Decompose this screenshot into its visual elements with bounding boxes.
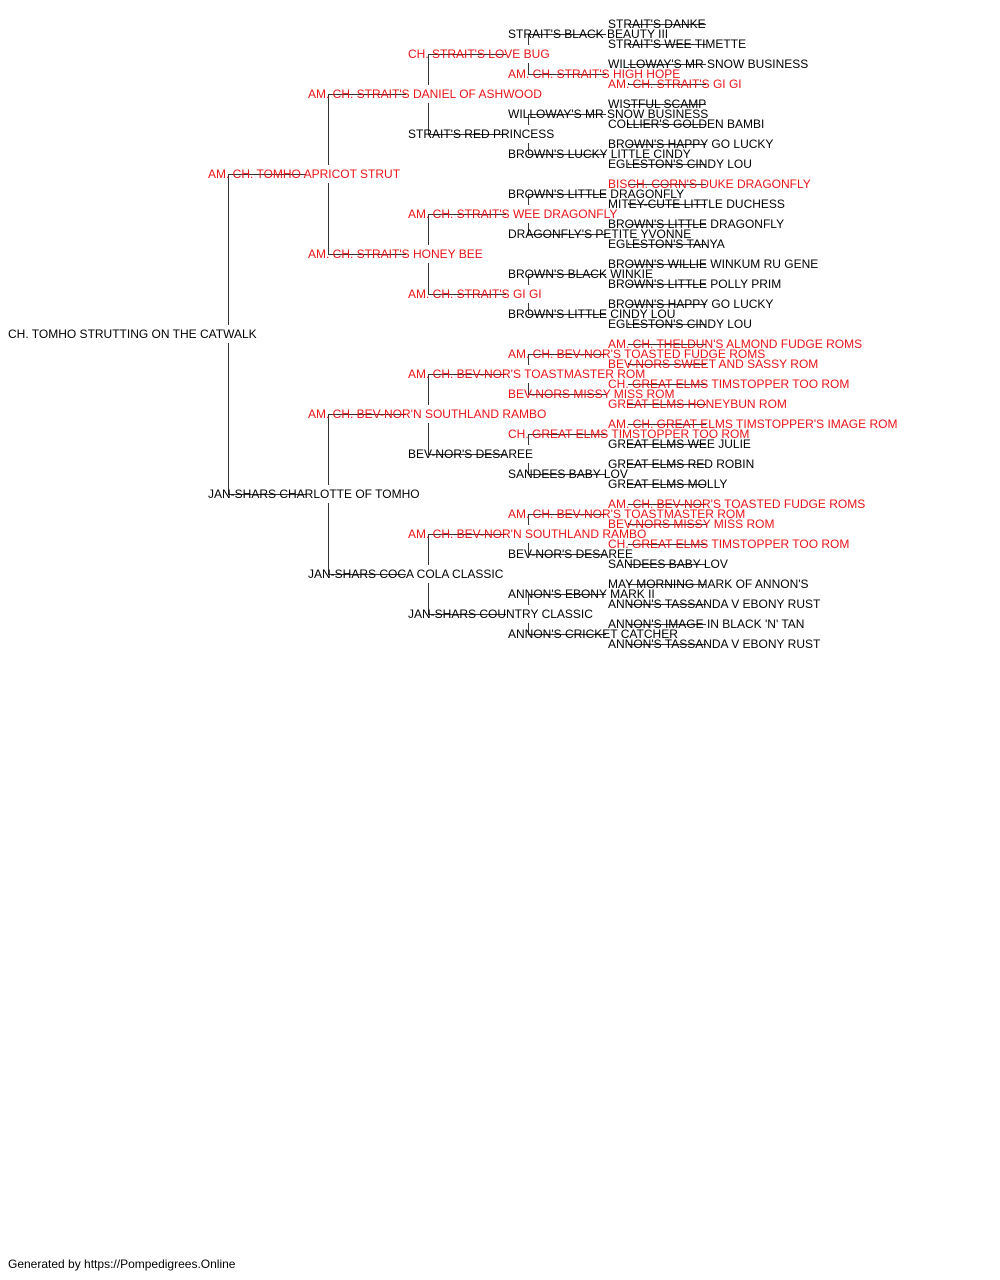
pedigree-entry-gen4: BEV-NORS MISSY MISS ROM	[508, 387, 675, 401]
pedigree-entry-gen5: GREAT ELMS WEE JULIE	[608, 437, 751, 451]
pedigree-entry-gen5: CH. GREAT ELMS TIMSTOPPER TOO ROM	[608, 537, 850, 551]
pedigree-entry-gen5: ANNON'S TASSANDA V EBONY RUST	[608, 597, 821, 611]
pedigree-entry-gen5: BISCH. CORN'S DUKE DRAGONFLY	[608, 177, 811, 191]
pedigree-entry-gen4: DRAGONFLY'S PETITE YVONNE	[508, 227, 692, 241]
pedigree-entry-gen5: STRAIT'S WEE TIMETTE	[608, 37, 747, 51]
pedigree-entry-gen5: BROWN'S WILLIE WINKUM RU GENE	[608, 257, 819, 271]
pedigree-entry-gen5: STRAIT'S DANKE	[608, 17, 706, 31]
pedigree-entry-gen3: JAN-SHARS COUNTRY CLASSIC	[408, 607, 593, 621]
pedigree-entry-gen4: BEV-NOR'S DESAREE	[508, 547, 633, 561]
pedigree-entry-gen5: EGLESTON'S CINDY LOU	[608, 157, 752, 171]
pedigree-entry-gen2: AM. CH. BEV-NOR'N SOUTHLAND RAMBO	[308, 407, 547, 421]
pedigree-entry-gen5: GREAT ELMS HONEYBUN ROM	[608, 397, 787, 411]
pedigree-entry-gen5: BEV-NORS SWEET AND SASSY ROM	[608, 357, 819, 371]
pedigree-entry-gen5: SANDEES BABY LOV	[608, 557, 728, 571]
pedigree-entry-gen5: AM. CH. THELDUN'S ALMOND FUDGE ROMS	[608, 337, 863, 351]
pedigree-entry-gen5: BROWN'S HAPPY GO LUCKY	[608, 137, 774, 151]
pedigree-entry-gen5: BROWN'S LITTLE DRAGONFLY	[608, 217, 785, 231]
pedigree-entry-gen5: BROWN'S LITTLE POLLY PRIM	[608, 277, 782, 291]
pedigree-entry-gen4: ANNON'S CRICKET CATCHER	[508, 627, 678, 641]
pedigree-entry-gen1: JAN-SHARS CHARLOTTE OF TOMHO	[208, 487, 420, 501]
pedigree-entry-gen4: BROWN'S LUCKY LITTLE CINDY	[508, 147, 691, 161]
pedigree-entry-gen4: STRAIT'S BLACK BEAUTY III	[508, 27, 669, 41]
pedigree-entry-gen4: BROWN'S LITTLE DRAGONFLY	[508, 187, 685, 201]
pedigree-entry-gen4: SANDEES BABY LOV	[508, 467, 628, 481]
pedigree-entry-gen4: ANNON'S EBONY MARK II	[508, 587, 655, 601]
pedigree-entry-gen3: AM. CH. BEV-NOR'N SOUTHLAND RAMBO	[408, 527, 647, 541]
pedigree-entry-gen4: AM. CH. BEV-NOR'S TOASTMASTER ROM	[508, 507, 746, 521]
pedigree-entry-gen3: CH. STRAIT'S LOVE BUG	[408, 47, 550, 61]
pedigree-entry-gen2: JAN-SHARS COCA COLA CLASSIC	[308, 567, 504, 581]
pedigree-entry-gen3: AM. CH. STRAIT'S GI GI	[408, 287, 542, 301]
pedigree-entry-gen4: AM. CH. BEV-NOR'S TOASTED FUDGE ROMS	[508, 347, 766, 361]
pedigree-entry-gen1: AM. CH. TOMHO APRICOT STRUT	[208, 167, 401, 181]
pedigree-entry-gen2: AM. CH. STRAIT'S HONEY BEE	[308, 247, 483, 261]
pedigree-entry-gen5: EGLESTON'S TANYA	[608, 237, 725, 251]
pedigree-entry-gen3: AM. CH. BEV-NOR'S TOASTMASTER ROM	[408, 367, 646, 381]
pedigree-entry-gen5: MITEY-CUTE LITTLE DUCHESS	[608, 197, 785, 211]
pedigree-entry-gen5: ANNON'S IMAGE IN BLACK 'N' TAN	[608, 617, 805, 631]
pedigree-entry-gen5: CH. GREAT ELMS TIMSTOPPER TOO ROM	[608, 377, 850, 391]
pedigree-entry-gen5: WILLOWAY'S MR SNOW BUSINESS	[608, 57, 809, 71]
pedigree-entry-gen5: MAY MORNING MARK OF ANNON'S	[608, 577, 809, 591]
pedigree-entry-gen5: GREAT ELMS RED ROBIN	[608, 457, 755, 471]
pedigree-entry-gen5: ANNON'S TASSANDA V EBONY RUST	[608, 637, 821, 651]
pedigree-entry-gen4: CH. GREAT ELMS TIMSTOPPER TOO ROM	[508, 427, 750, 441]
pedigree-entry-gen5: GREAT ELMS MOLLY	[608, 477, 728, 491]
pedigree-entry-gen5: EGLESTON'S CINDY LOU	[608, 317, 752, 331]
pedigree-entry-gen4: WILLOWAY'S MR SNOW BUSINESS	[508, 107, 709, 121]
pedigree-entry-gen3: STRAIT'S RED PRINCESS	[408, 127, 555, 141]
pedigree-entry-gen4: AM. CH. STRAIT'S HIGH HOPE	[508, 67, 681, 81]
pedigree-entry-gen3: BEV-NOR'S DESAREE	[408, 447, 533, 461]
footer-credit: Generated by https://Pompedigrees.Online	[8, 1257, 236, 1271]
pedigree-entry-gen5: COLLIER'S GOLDEN BAMBI	[608, 117, 765, 131]
pedigree-entry-gen5: AM. CH. BEV-NOR'S TOASTED FUDGE ROMS	[608, 497, 866, 511]
pedigree-entry-gen4: BROWN'S LITTLE CINDY LOU	[508, 307, 676, 321]
pedigree-entry-gen5: AM. CH. STRAIT'S GI GI	[608, 77, 742, 91]
pedigree-entry-gen4: BROWN'S BLACK WINKIE	[508, 267, 653, 281]
pedigree-entry-gen5: BROWN'S HAPPY GO LUCKY	[608, 297, 774, 311]
pedigree-entry-gen0: CH. TOMHO STRUTTING ON THE CATWALK	[8, 327, 257, 341]
pedigree-entry-gen5: WISTFUL SCAMP	[608, 97, 707, 111]
pedigree-entry-gen3: AM. CH. STRAIT'S WEE DRAGONFLY	[408, 207, 618, 221]
pedigree-entry-gen5: BEV-NORS MISSY MISS ROM	[608, 517, 775, 531]
pedigree-entry-gen5: AM. CH. GREAT ELMS TIMSTOPPER'S IMAGE RO…	[608, 417, 898, 431]
pedigree-entry-gen2: AM. CH. STRAIT'S DANIEL OF ASHWOOD	[308, 87, 542, 101]
